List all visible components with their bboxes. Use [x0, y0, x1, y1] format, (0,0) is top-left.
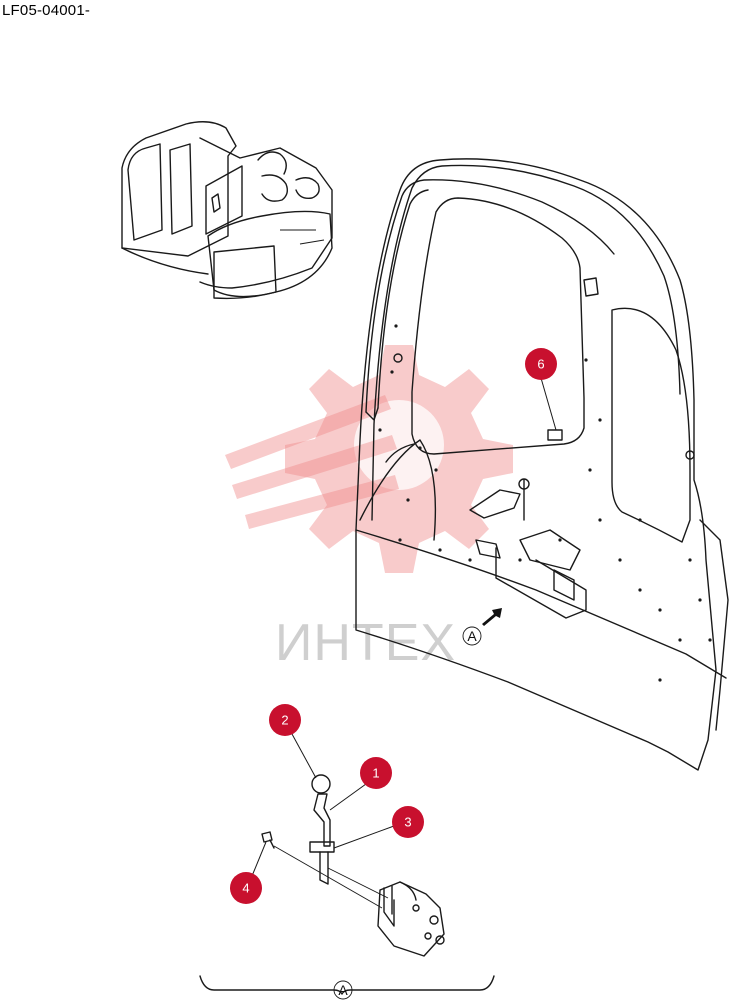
svg-text:6: 6 [537, 357, 544, 372]
watermark-logo [225, 345, 513, 573]
watermark-text: ИНТЕХ [275, 614, 456, 672]
view-a-label-top: A [467, 628, 477, 644]
svg-text:1: 1 [372, 766, 379, 781]
document-code: LF05-04001- [2, 2, 91, 19]
svg-text:3: 3 [404, 815, 411, 830]
callout-6: 6 [525, 348, 557, 380]
callout-3: 3 [392, 806, 424, 838]
callout-2: 2 [269, 704, 301, 736]
leader-line-3 [333, 825, 395, 849]
leader-line-1 [329, 783, 367, 811]
excavator-cab-overview [121, 121, 333, 300]
cab-rear-wall [355, 158, 729, 771]
svg-text:4: 4 [242, 881, 249, 896]
view-a-bracket: A [199, 975, 495, 1000]
leader-line-2 [291, 733, 317, 779]
leader-line-6 [540, 377, 557, 431]
leader-line-4 [251, 841, 267, 877]
view-a-label-bottom: A [338, 982, 348, 998]
callout-4: 4 [230, 872, 262, 904]
callout-1: 1 [360, 757, 392, 789]
lever-assembly-exploded [261, 774, 445, 957]
view-a-indicator: A [462, 608, 502, 646]
svg-text:2: 2 [281, 713, 288, 728]
